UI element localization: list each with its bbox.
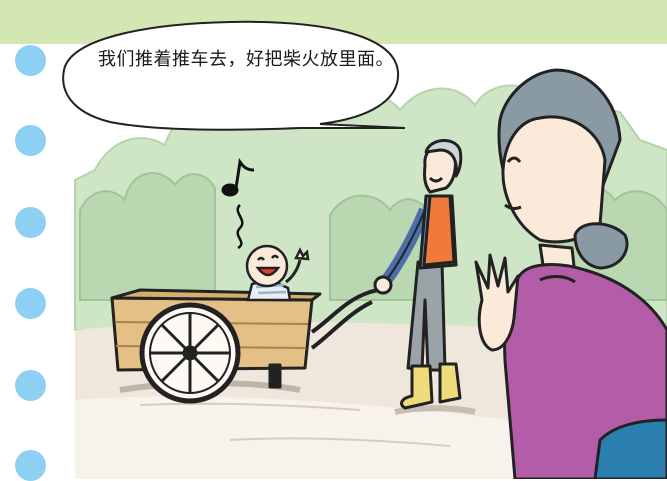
woman-face [501,115,607,244]
cart-wheel [139,302,241,404]
binder-dots [15,0,55,481]
speech-bubble-text: 我们推着推车去，好把柴火放里面。 [98,49,394,70]
speech-bubble [62,20,406,131]
binder-dot [15,450,46,481]
woman-hand [474,253,520,352]
binder-dot [15,288,46,319]
man-vest [422,194,456,267]
binder-dot [15,45,46,76]
baby [245,244,310,302]
elderly-man [373,139,476,415]
man-shadow [394,405,476,415]
wooden-cart [110,287,383,404]
woman-bag [593,418,667,479]
music-note-icon [221,157,255,250]
woman [474,68,667,479]
man-hair [424,139,463,178]
man-boots [400,364,434,410]
binder-dot [15,207,46,238]
cart-handle [310,287,383,334]
binder-dot [15,370,46,401]
cart-leg [268,363,282,389]
woman-hair-bun [573,222,629,270]
binder-dot [15,125,46,156]
